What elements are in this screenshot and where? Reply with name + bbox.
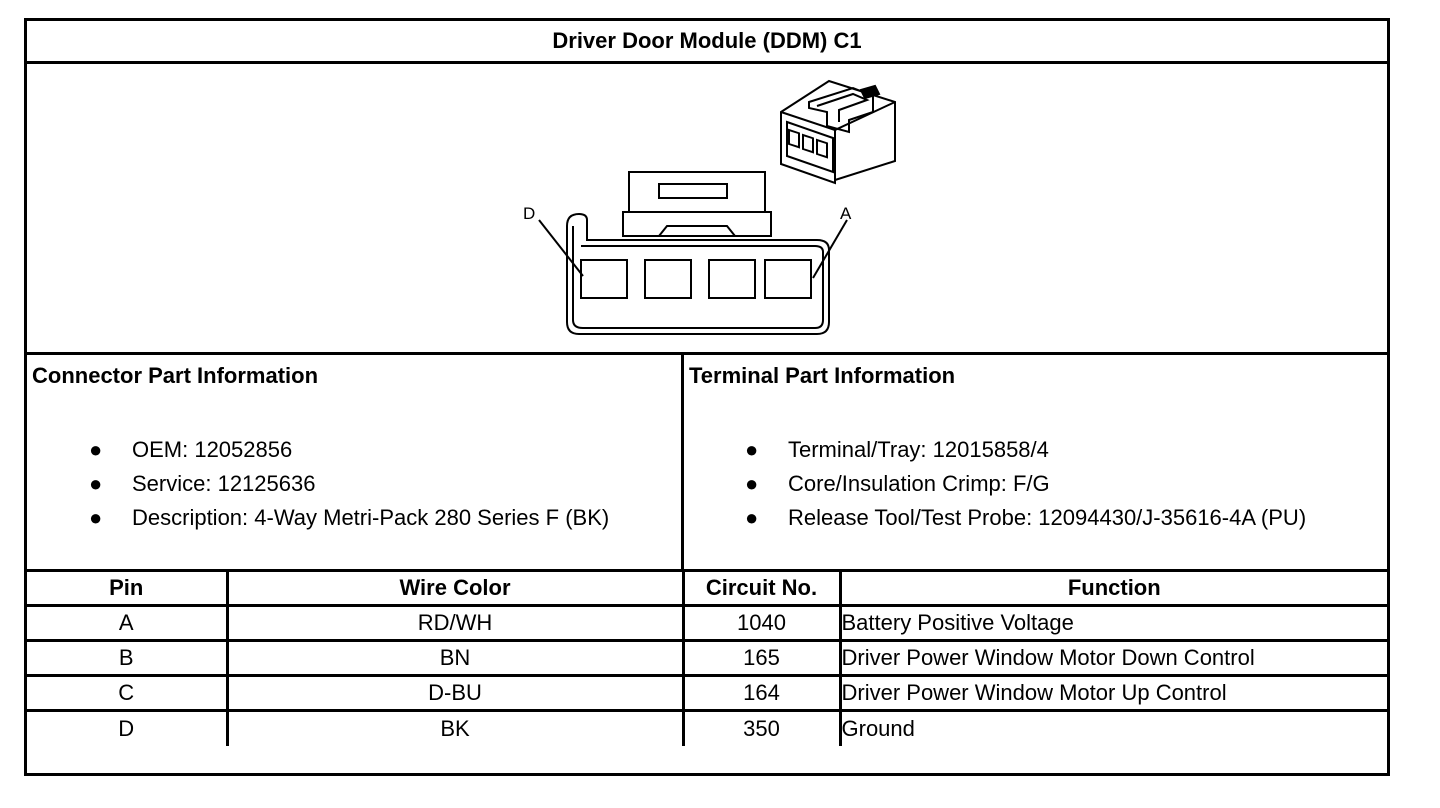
leader-line-a: [812, 219, 848, 279]
connector-part-info: Connector Part Information ●OEM: 1205285…: [27, 352, 684, 570]
header-circuit-no: Circuit No.: [681, 569, 842, 607]
cell-circuit-no: 164: [681, 674, 842, 712]
connector-info-list: ●OEM: 12052856 ●Service: 12125636 ●Descr…: [89, 433, 609, 535]
terminal-part-info: Terminal Part Information ●Terminal/Tray…: [684, 352, 1387, 570]
pinout-table: Pin Wire Color Circuit No. Function A RD…: [27, 569, 1387, 746]
cell-pin: D: [27, 709, 229, 746]
header-function: Function: [838, 569, 1387, 607]
cell-function: Battery Positive Voltage: [838, 604, 1387, 642]
table-header-row: Pin Wire Color Circuit No. Function: [27, 569, 1387, 607]
cell-pin: B: [27, 639, 229, 677]
leader-line-d: [538, 219, 584, 277]
connector-sheet: Driver Door Module (DDM) C1: [24, 18, 1390, 776]
pin-label-a: A: [840, 204, 852, 223]
list-item: ●Terminal/Tray: 12015858/4: [745, 433, 1306, 467]
pin-label-d: D: [523, 204, 535, 223]
bullet-icon: ●: [89, 471, 103, 496]
table-row: C D-BU 164 Driver Power Window Motor Up …: [27, 674, 1387, 712]
cell-circuit-no: 165: [681, 639, 842, 677]
cell-wire-color: BN: [225, 639, 685, 677]
connector-isometric-icon: [780, 79, 896, 185]
pin-cavity-c: [644, 259, 692, 299]
list-item: ●Release Tool/Test Probe: 12094430/J-356…: [745, 501, 1306, 535]
cell-function: Ground: [838, 709, 1387, 746]
header-wire-color: Wire Color: [225, 569, 685, 607]
connector-info-heading: Connector Part Information: [32, 363, 319, 388]
bullet-icon: ●: [89, 437, 103, 462]
table-row: A RD/WH 1040 Battery Positive Voltage: [27, 604, 1387, 642]
page-title: Driver Door Module (DDM) C1: [27, 21, 1387, 64]
bullet-icon: ●: [89, 505, 103, 530]
pin-cavity-a: [764, 259, 812, 299]
list-item: ●Service: 12125636: [89, 467, 609, 501]
connector-face: [538, 171, 848, 335]
cell-wire-color: BK: [225, 709, 685, 746]
pin-cavity-b: [708, 259, 756, 299]
cell-wire-color: RD/WH: [225, 604, 685, 642]
cell-pin: C: [27, 674, 229, 712]
terminal-info-heading: Terminal Part Information: [689, 363, 956, 388]
table-row: B BN 165 Driver Power Window Motor Down …: [27, 639, 1387, 677]
header-pin: Pin: [27, 569, 229, 607]
connector-diagram: D A: [27, 64, 1387, 352]
table-row: D BK 350 Ground: [27, 709, 1387, 746]
bullet-icon: ●: [745, 437, 759, 462]
cell-function: Driver Power Window Motor Up Control: [838, 674, 1387, 712]
cell-function: Driver Power Window Motor Down Control: [838, 639, 1387, 677]
bullet-icon: ●: [745, 471, 759, 496]
bullet-icon: ●: [745, 505, 759, 530]
connector-illustration: D A: [523, 79, 896, 335]
list-item: ●Core/Insulation Crimp: F/G: [745, 467, 1306, 501]
cell-circuit-no: 1040: [681, 604, 842, 642]
terminal-info-list: ●Terminal/Tray: 12015858/4 ●Core/Insulat…: [745, 433, 1306, 535]
cell-circuit-no: 350: [681, 709, 842, 746]
list-item: ●Description: 4-Way Metri-Pack 280 Serie…: [89, 501, 609, 535]
cell-wire-color: D-BU: [225, 674, 685, 712]
pin-cavity-d: [580, 259, 628, 299]
list-item: ●OEM: 12052856: [89, 433, 609, 467]
cell-pin: A: [27, 604, 229, 642]
